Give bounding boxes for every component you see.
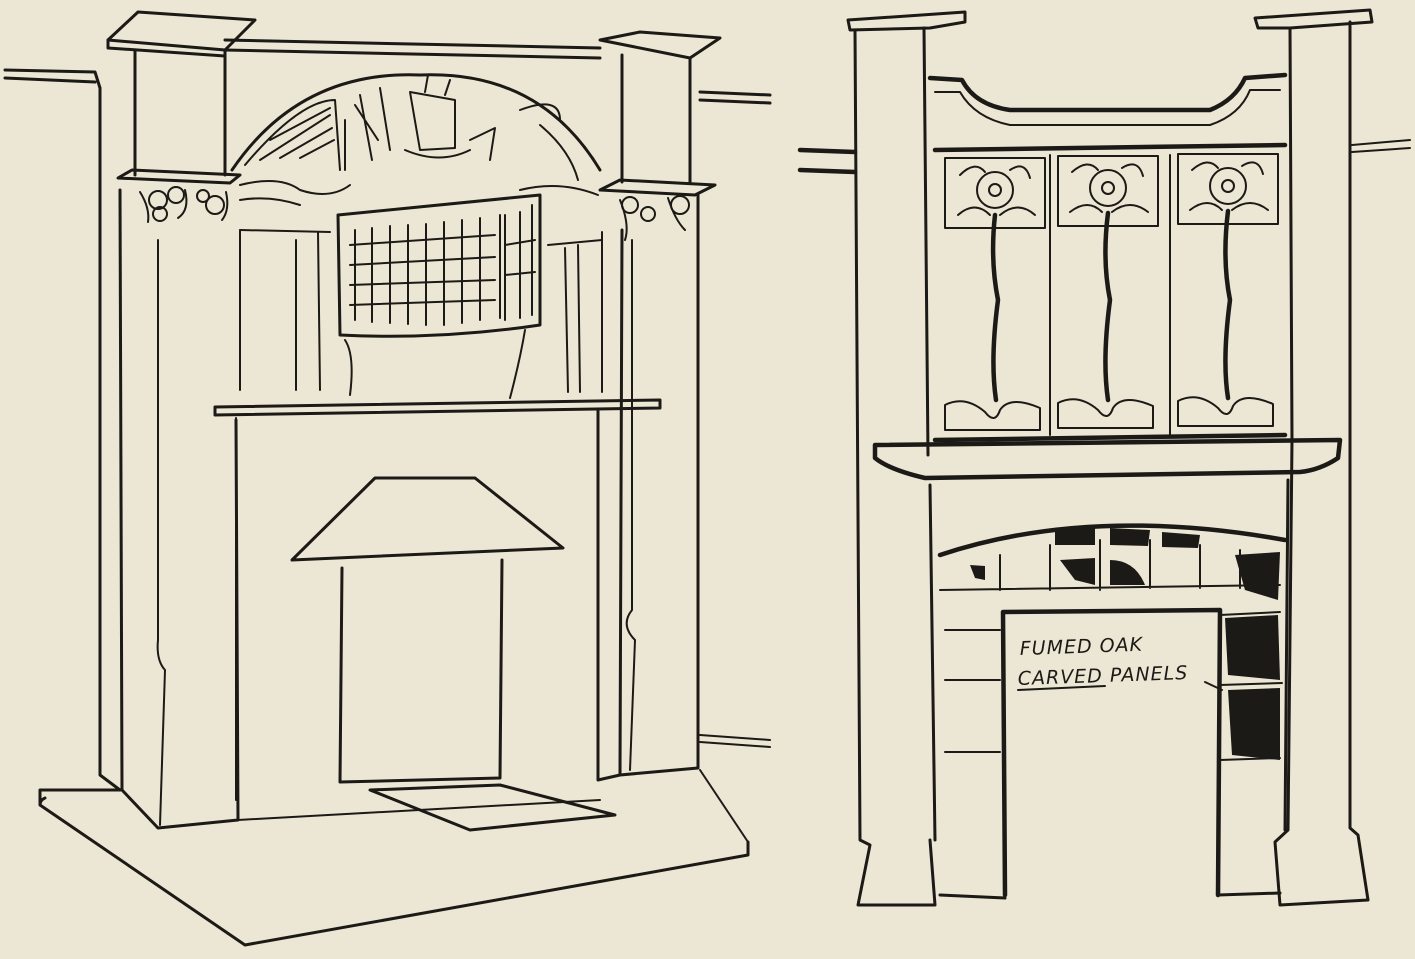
side-tiles <box>944 611 1283 761</box>
fireplace-hood <box>290 476 565 562</box>
left-capital-flowers <box>139 186 229 223</box>
carved-panel-1 <box>944 157 1046 431</box>
left-wall-rail-right <box>698 90 772 105</box>
right-fire-opening <box>1000 607 1223 898</box>
right-left-pillar-cap <box>846 10 967 32</box>
panel-frame <box>932 142 1288 443</box>
right-capital-flowers <box>619 195 690 241</box>
left-top-beam <box>223 38 602 60</box>
right-pillar-front <box>618 193 700 777</box>
right-pillar-cap <box>598 30 722 60</box>
right-left-pillar <box>853 28 937 907</box>
right-capital <box>598 178 717 197</box>
frieze-top <box>927 72 1288 113</box>
right-right-pillar-cap <box>1253 8 1374 30</box>
right-mantel-shelf <box>872 437 1343 481</box>
right-fireplace: FUMED OAK CARVED PANELS <box>797 8 1411 907</box>
cabinet-grid <box>349 204 536 326</box>
carved-panel-3 <box>1177 153 1279 427</box>
left-pillar-cap <box>106 10 257 52</box>
tile-arch <box>937 523 1288 558</box>
leaded-cabinet <box>336 193 542 338</box>
note-line-1: FUMED OAK <box>1019 634 1144 660</box>
hearth <box>38 788 750 947</box>
note-underline <box>1017 685 1106 691</box>
left-arch <box>230 73 602 172</box>
left-capital <box>116 168 242 185</box>
left-wall-rail <box>3 68 102 90</box>
ship-motif <box>404 74 496 161</box>
dark-tiles <box>970 528 1280 600</box>
carved-panel-2 <box>1057 155 1159 429</box>
left-fireplace <box>3 10 772 947</box>
left-sunburst <box>244 99 341 171</box>
left-skirting <box>699 734 771 748</box>
left-mantel-shelf <box>213 398 662 417</box>
fire-opening <box>338 558 504 784</box>
right-right-pillar <box>1273 20 1370 907</box>
cabinet-brackets <box>344 329 526 399</box>
left-pillar-back-edge <box>98 86 122 792</box>
right-wall-rail <box>797 147 858 175</box>
hearth-stone <box>368 783 617 832</box>
wave-lines <box>239 180 599 206</box>
tile-row <box>939 539 1281 591</box>
left-pillar-front <box>118 188 240 830</box>
